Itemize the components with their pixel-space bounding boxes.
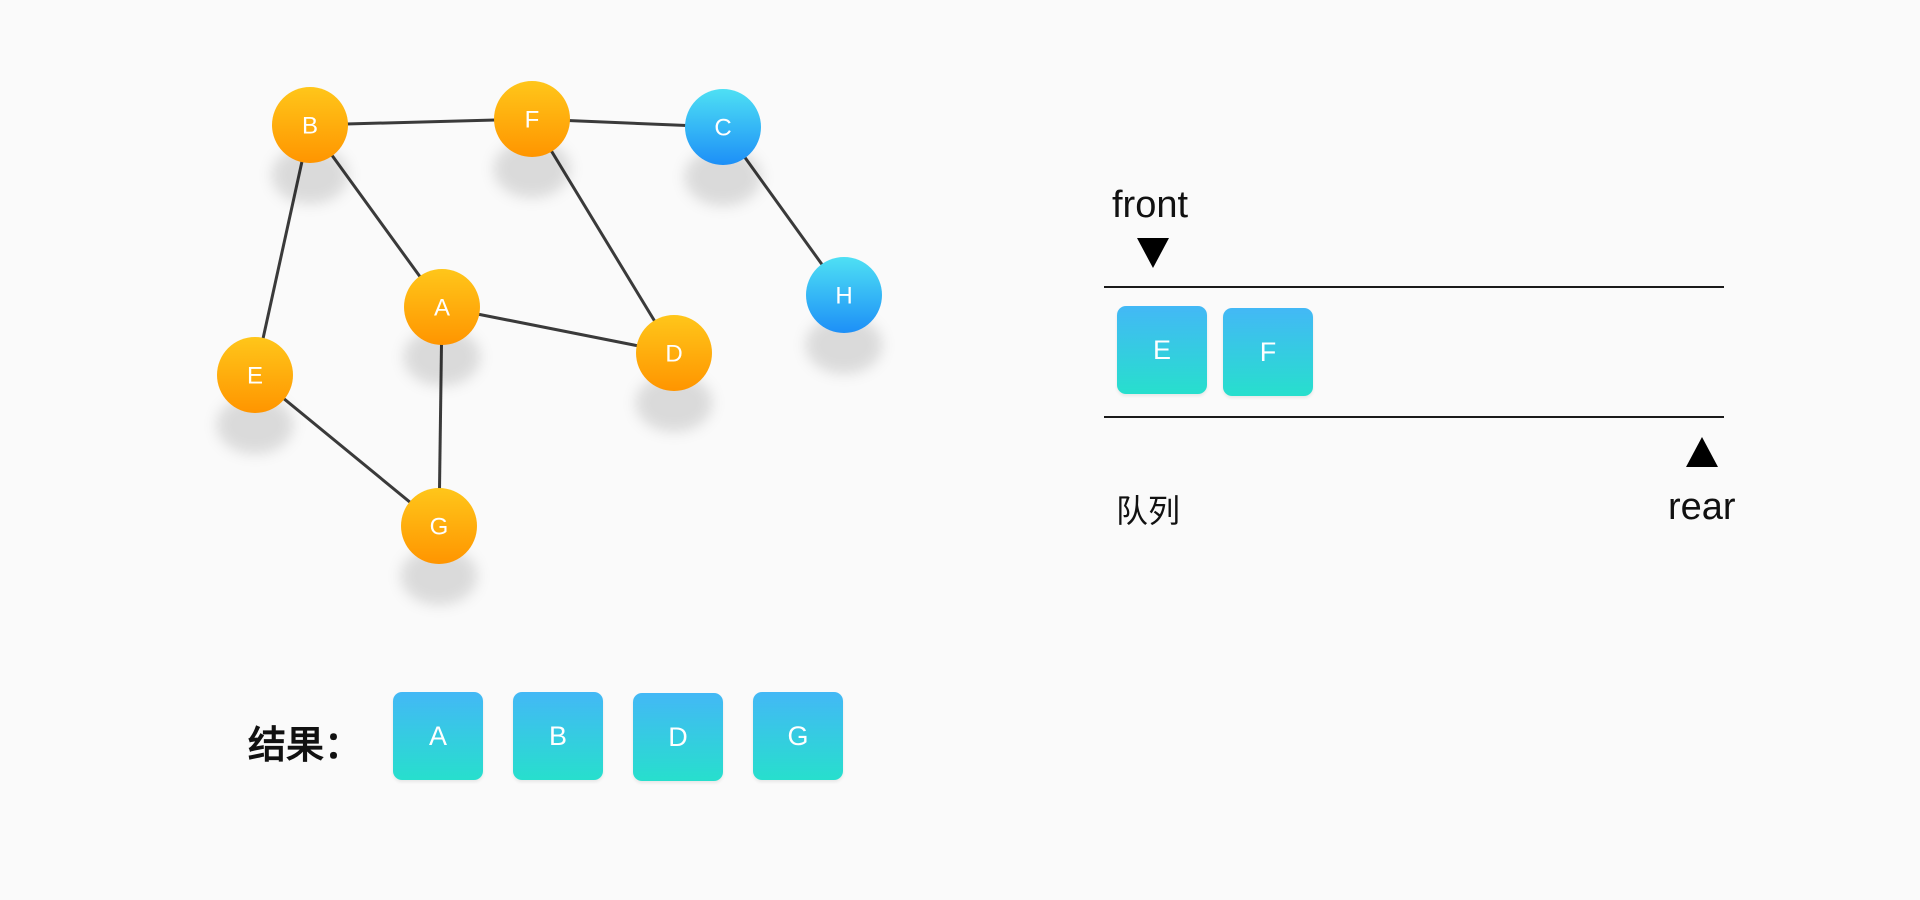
node-label: E <box>247 363 263 390</box>
node-label: H <box>835 283 852 310</box>
node-label: C <box>714 115 731 142</box>
node-shadow <box>806 316 882 374</box>
node-shadow <box>404 328 480 386</box>
result-item: B <box>513 692 603 780</box>
node-circle <box>685 89 761 165</box>
edge-a-d <box>441 305 675 355</box>
node-label: G <box>430 514 449 541</box>
node-label: D <box>665 341 682 368</box>
node-circle <box>636 315 712 391</box>
node-circle <box>404 269 480 345</box>
result-item: G <box>753 692 843 780</box>
graph-node-h: H <box>806 257 882 333</box>
graph-node-d: D <box>636 315 712 391</box>
node-circle <box>806 257 882 333</box>
node-shadow <box>217 396 293 454</box>
queue-item: E <box>1117 306 1207 394</box>
queue-front-label: front <box>1112 184 1189 226</box>
graph-node-a: A <box>404 269 480 345</box>
node-shadow <box>494 140 570 198</box>
node-label: B <box>302 113 318 140</box>
result-label: 结果： <box>248 723 363 767</box>
result-item: D <box>633 693 723 781</box>
front-pointer-icon <box>1137 238 1169 268</box>
graph-node-c: C <box>685 89 761 165</box>
queue-name-label: 队列 <box>1116 492 1181 530</box>
node-label: F <box>525 107 540 134</box>
graph-node-f: F <box>494 81 570 157</box>
queue-rear-label: rear <box>1668 486 1736 528</box>
queue-top-border <box>1104 286 1724 288</box>
node-shadow <box>636 374 712 432</box>
node-shadow <box>401 547 477 605</box>
graph-node-b: B <box>272 87 348 163</box>
queue-item: F <box>1223 308 1313 396</box>
node-shadow <box>272 146 348 204</box>
node-circle <box>272 87 348 163</box>
node-circle <box>494 81 570 157</box>
edge-e-g <box>254 373 440 528</box>
node-circle <box>401 488 477 564</box>
node-label: A <box>434 295 450 322</box>
node-circle <box>217 337 293 413</box>
rear-pointer-icon <box>1686 437 1718 467</box>
queue-bottom-border <box>1104 416 1724 418</box>
graph-node-e: E <box>217 337 293 413</box>
graph-node-g: G <box>401 488 477 564</box>
node-shadow <box>685 148 761 206</box>
result-item: A <box>393 692 483 780</box>
